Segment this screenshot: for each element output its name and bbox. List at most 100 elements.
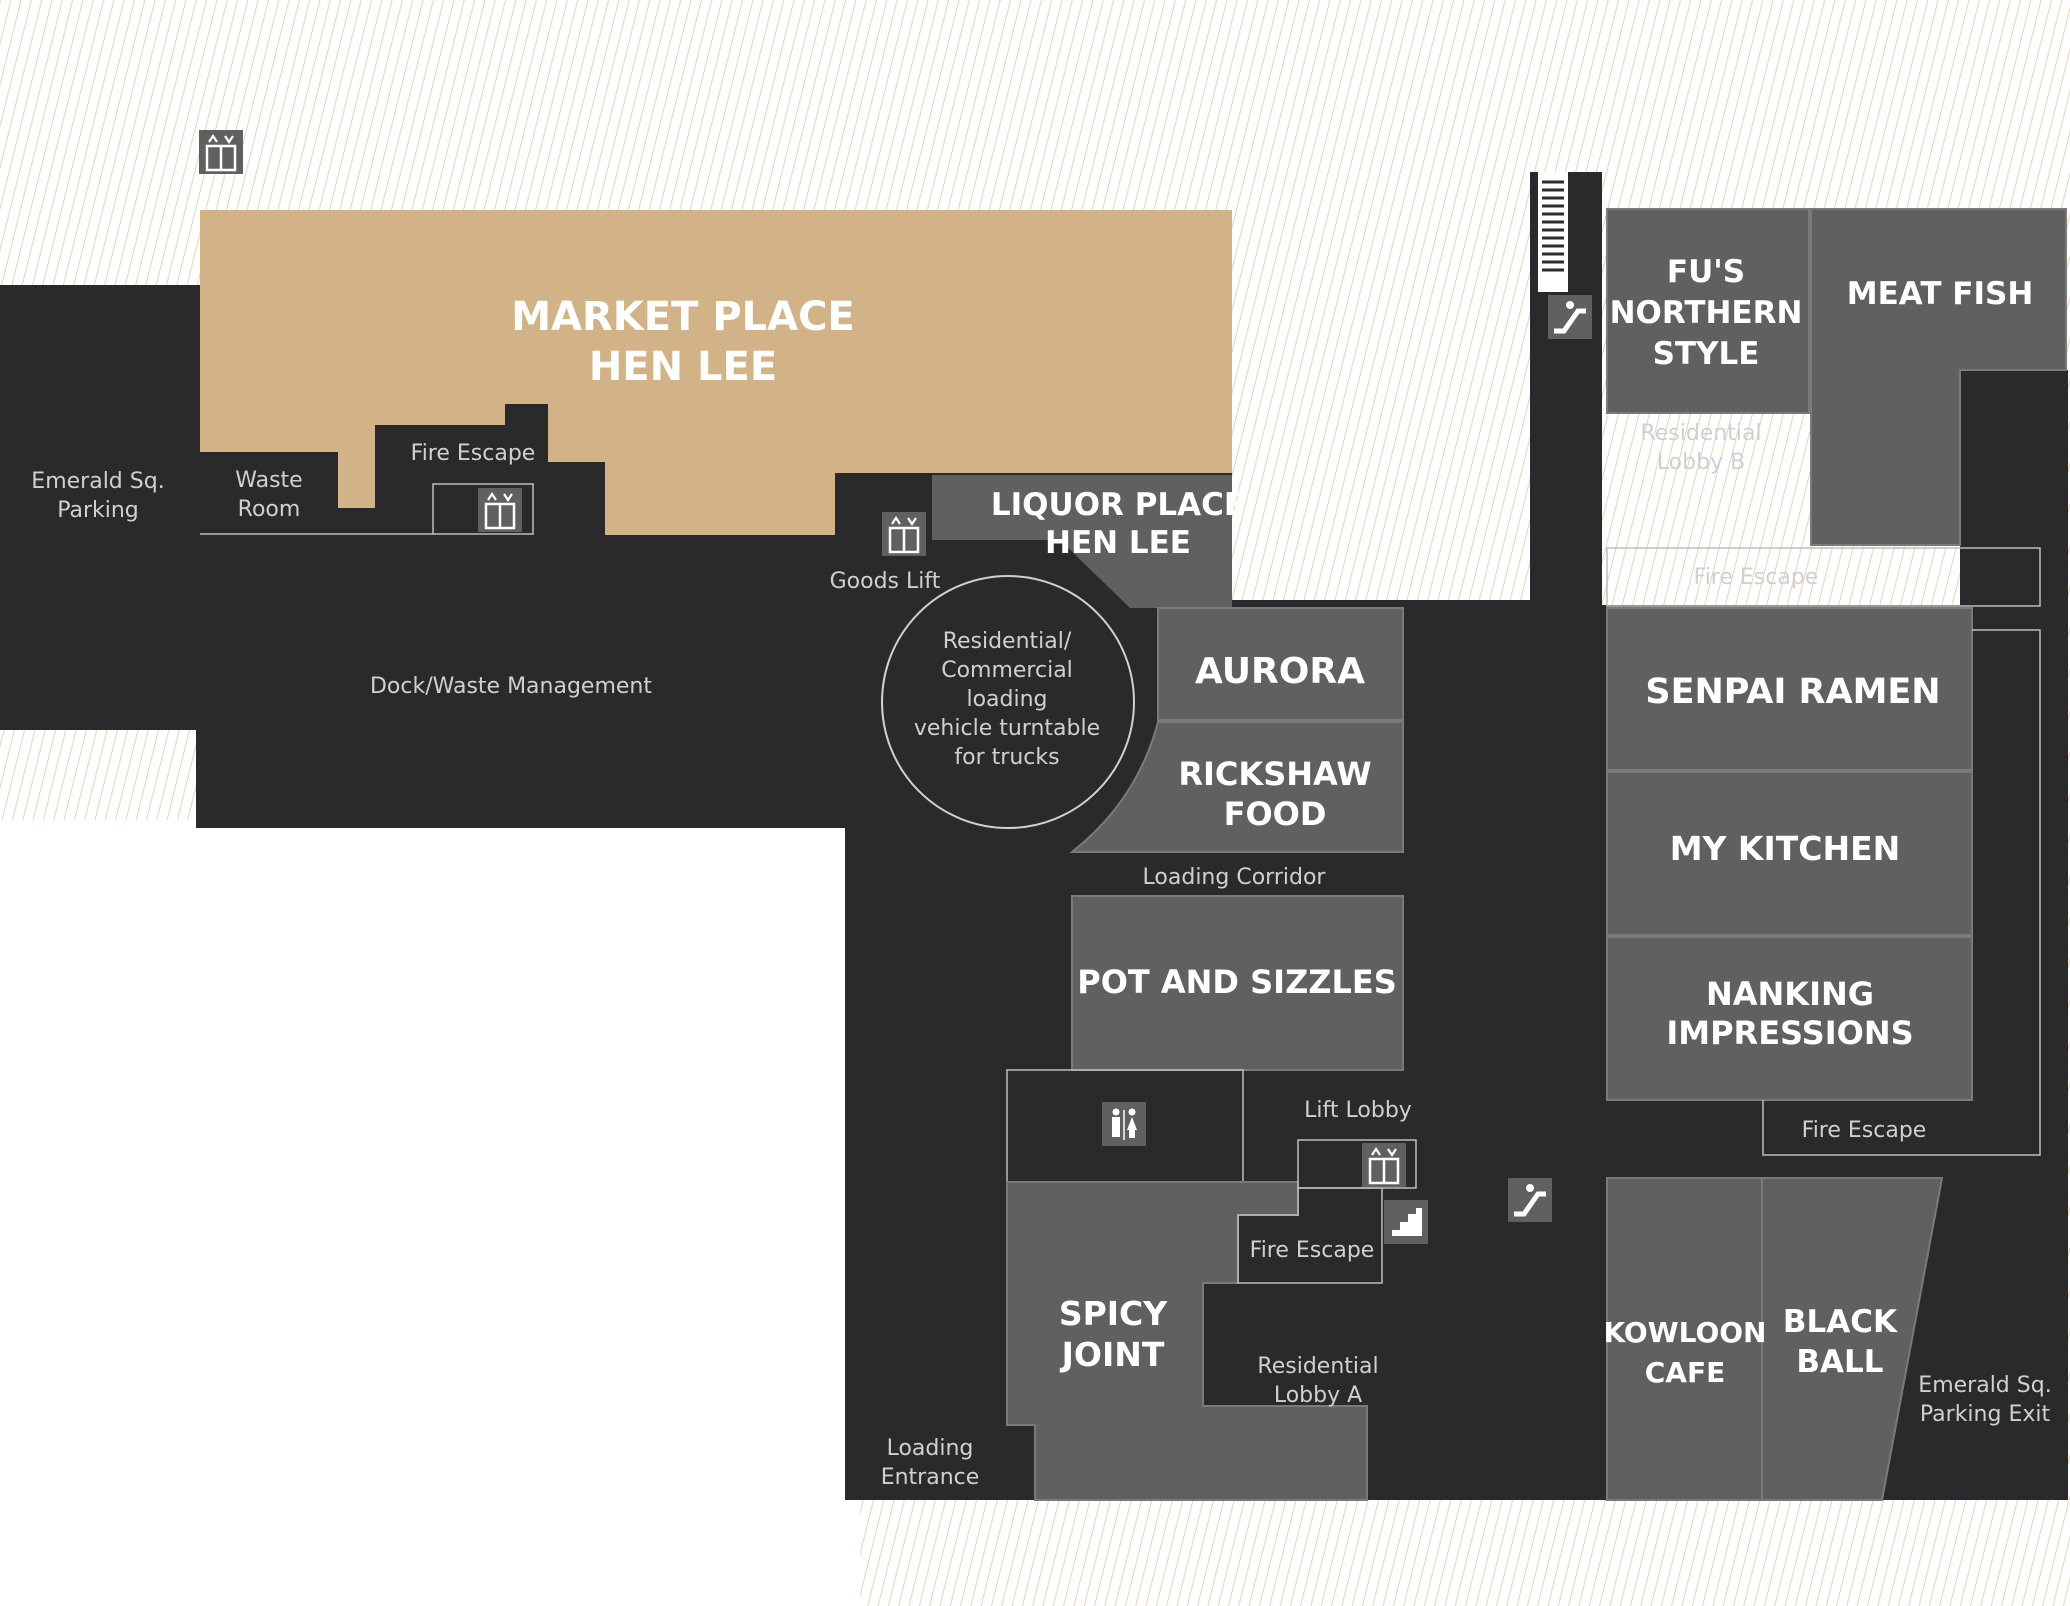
store-label-spicy-joint-line: JOINT	[1060, 1335, 1165, 1374]
store-label-market-place-line: MARKET PLACE	[511, 294, 855, 340]
label-residential-lobby-a-line: Residential	[1257, 1354, 1378, 1379]
store-label-my-kitchen-line: MY KITCHEN	[1670, 829, 1901, 868]
fire-escape-lower-right-box	[1762, 629, 2041, 1156]
store-label-spicy-joint-line: SPICY	[1059, 1294, 1168, 1333]
escalator-shaft	[1538, 172, 1568, 292]
store-label-rickshaw-food-line: RICKSHAW	[1178, 755, 1371, 793]
label-loading-entrance-line: Entrance	[881, 1465, 980, 1490]
label-turntable-line: for trucks	[954, 745, 1059, 770]
label-residential-lobby-b-line: Lobby B	[1657, 450, 1745, 475]
store-label-kowloon-cafe-line: CAFE	[1645, 1356, 1725, 1389]
store-label-black-ball: BLACK BALL	[1783, 1304, 1898, 1380]
store-label-fus-northern-line: FU'S	[1667, 254, 1745, 290]
fire-escape-right-box	[1606, 547, 2041, 607]
label-turntable-line: Commercial	[941, 658, 1073, 683]
label-goods-lift-line: Goods Lift	[830, 569, 941, 594]
store-label-liquor-place-line: HEN LEE	[1045, 525, 1191, 561]
lift-lobby-box	[1297, 1139, 1417, 1189]
restroom-icon	[1102, 1102, 1146, 1146]
store-fus-northern[interactable]	[1606, 208, 1810, 414]
store-my-kitchen[interactable]	[1606, 771, 1973, 936]
label-fire-escape-center: Fire Escape	[1250, 1238, 1375, 1263]
lift-box-market	[432, 483, 534, 535]
label-emerald-parking: Emerald Sq. Parking	[31, 469, 164, 523]
label-waste-room-line: Room	[238, 497, 301, 522]
escalator-steps	[1542, 180, 1564, 272]
escalator-icon	[1508, 1178, 1552, 1222]
label-emerald-parking-exit-line: Emerald Sq.	[1918, 1373, 2051, 1398]
label-fire-escape-lower-right: Fire Escape	[1802, 1118, 1927, 1143]
label-residential-lobby-b-line: Residential	[1640, 421, 1761, 446]
lift-icon	[199, 130, 243, 174]
store-label-meat-fish-line: MEAT FISH	[1847, 276, 2034, 312]
store-rickshaw-food[interactable]	[1069, 721, 1404, 853]
store-pot-and-sizzles[interactable]	[1071, 895, 1404, 1071]
label-fire-escape-top-line: Fire Escape	[411, 441, 536, 466]
store-label-meat-fish: MEAT FISH	[1847, 276, 2034, 312]
store-label-fus-northern-line: STYLE	[1653, 336, 1760, 372]
label-fire-escape-lower-right-line: Fire Escape	[1802, 1118, 1927, 1143]
store-label-my-kitchen: MY KITCHEN	[1670, 829, 1901, 868]
label-fire-escape-right-line: Fire Escape	[1694, 565, 1819, 590]
lift-icon	[478, 488, 522, 532]
store-meat-fish[interactable]	[1810, 208, 2067, 546]
store-label-fus-northern: FU'S NORTHERN STYLE	[1610, 254, 1803, 372]
label-lift-lobby: Lift Lobby	[1304, 1098, 1412, 1123]
store-black-ball[interactable]	[1761, 1177, 1944, 1501]
store-label-aurora: AURORA	[1195, 651, 1365, 692]
label-fire-escape-top: Fire Escape	[411, 441, 536, 466]
label-residential-lobby-a-line: Lobby A	[1274, 1383, 1362, 1408]
store-label-pot-and-sizzles-line: POT AND SIZZLES	[1077, 963, 1397, 1001]
store-label-rickshaw-food-line: FOOD	[1224, 795, 1327, 833]
label-emerald-parking-line: Emerald Sq.	[31, 469, 164, 494]
label-turntable-line: Residential/	[943, 629, 1072, 654]
store-market-place[interactable]	[200, 210, 1232, 535]
store-label-nanking-impressions-line: IMPRESSIONS	[1666, 1014, 1913, 1052]
store-label-nanking-impressions-line: NANKING	[1706, 975, 1874, 1013]
store-kowloon-cafe[interactable]	[1606, 1177, 1763, 1501]
store-aurora[interactable]	[1157, 607, 1404, 721]
store-label-kowloon-cafe: KOWLOON CAFE	[1603, 1316, 1766, 1389]
store-label-black-ball-line: BALL	[1796, 1344, 1883, 1380]
store-nanking-impressions[interactable]	[1606, 936, 1973, 1101]
label-emerald-parking-exit: Emerald Sq. Parking Exit	[1918, 1373, 2051, 1427]
label-fire-escape-center-line: Fire Escape	[1250, 1238, 1375, 1263]
label-fire-escape-right: Fire Escape	[1694, 565, 1819, 590]
label-emerald-parking-line: Parking	[57, 498, 139, 523]
store-label-liquor-place-line: LIQUOR PLACE	[991, 487, 1245, 523]
label-loading-entrance-line: Loading	[887, 1436, 974, 1461]
store-label-fus-northern-line: NORTHERN	[1610, 295, 1803, 331]
stairs-icon	[1384, 1200, 1428, 1244]
label-loading-corridor-line: Loading Corridor	[1143, 865, 1327, 890]
label-turntable-line: loading	[966, 687, 1047, 712]
store-label-pot-and-sizzles: POT AND SIZZLES	[1077, 963, 1397, 1001]
label-dock-waste-line: Dock/Waste Management	[370, 674, 652, 699]
store-liquor-place[interactable]	[932, 475, 1232, 608]
store-senpai-ramen[interactable]	[1606, 607, 1973, 771]
label-turntable: Residential/Commercial loading vehicle tur…	[914, 629, 1100, 770]
store-label-senpai-ramen-line: SENPAI RAMEN	[1645, 672, 1940, 712]
label-loading-corridor: Loading Corridor	[1143, 865, 1327, 890]
lift-icon	[882, 512, 926, 556]
store-label-black-ball-line: BLACK	[1783, 1304, 1898, 1340]
store-label-kowloon-cafe-line: KOWLOON	[1603, 1316, 1766, 1349]
store-label-market-place-line: HEN LEE	[589, 344, 777, 390]
label-lift-lobby-line: Lift Lobby	[1304, 1098, 1412, 1123]
lift-icon	[1362, 1143, 1406, 1187]
turntable-inner	[881, 575, 1135, 829]
label-dock-waste: Dock/Waste Management	[370, 674, 652, 699]
label-emerald-parking-exit-line: Parking Exit	[1920, 1402, 2051, 1427]
label-goods-lift: Goods Lift	[830, 569, 941, 594]
label-waste-room-line: Waste	[235, 468, 302, 493]
label-turntable-line: vehicle turntable	[914, 716, 1100, 741]
store-label-senpai-ramen: SENPAI RAMEN	[1645, 672, 1940, 712]
